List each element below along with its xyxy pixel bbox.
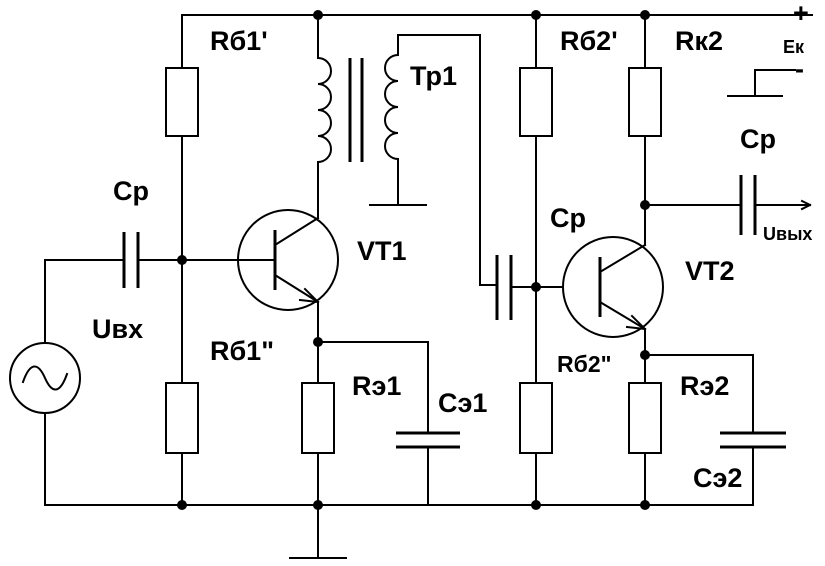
label-minus: - — [795, 54, 804, 84]
label-cp-mid: Ср — [550, 203, 586, 233]
label-ce1: Сэ1 — [438, 388, 487, 418]
resistor-rb2-bottom — [519, 382, 553, 454]
label-cp-out: Ср — [740, 124, 776, 154]
output-arrow — [800, 199, 812, 211]
resistor-re1 — [301, 382, 335, 454]
junction-dot — [313, 10, 323, 20]
label-re1: Rэ1 — [352, 371, 401, 401]
label-rb1-bottom: Rб1" — [210, 336, 274, 366]
ek-minus-terminal — [727, 69, 796, 97]
junction-dot — [313, 500, 323, 510]
label-rb2-top: Rб2' — [560, 26, 618, 56]
transformer-primary-coil — [316, 56, 332, 164]
junction-dot — [531, 10, 541, 20]
input-coupling-capacitor — [122, 232, 140, 288]
junction-dot — [640, 350, 650, 360]
label-vt1: VT1 — [357, 236, 407, 266]
label-rk2: Rк2 — [675, 26, 723, 56]
label-ek: Ек — [783, 37, 805, 57]
label-plus: + — [793, 0, 809, 28]
label-u-out: Uвых — [763, 224, 812, 244]
transistor-vt2 — [562, 236, 664, 338]
label-tr1: Тр1 — [410, 61, 457, 91]
junction-dot — [531, 282, 541, 292]
label-rb1-top: Rб1' — [210, 26, 268, 56]
label-cp-in: Ср — [113, 176, 149, 206]
resistor-re2 — [628, 382, 662, 454]
transistor-vt1 — [237, 209, 339, 311]
ac-source — [9, 259, 81, 506]
junction-dot — [640, 200, 650, 210]
label-rb2-bottom: Rб2" — [557, 351, 612, 377]
junction-dot — [313, 337, 323, 347]
resistor-rb1-bottom — [165, 382, 199, 454]
transformer-secondary-coil — [384, 53, 400, 161]
junction-dot — [531, 500, 541, 510]
resistor-rk2 — [628, 67, 662, 137]
resistor-rb2-top — [519, 67, 553, 137]
junction-dot — [177, 500, 187, 510]
label-ce2: Сэ2 — [693, 463, 742, 493]
junction-dot — [177, 255, 187, 265]
label-vt2: VT2 — [685, 256, 735, 286]
junction-dot — [640, 10, 650, 20]
label-u-in: Uвх — [92, 314, 143, 344]
label-re2: Rэ2 — [680, 371, 729, 401]
resistor-rb1-top — [165, 67, 199, 137]
junction-dot — [640, 500, 650, 510]
